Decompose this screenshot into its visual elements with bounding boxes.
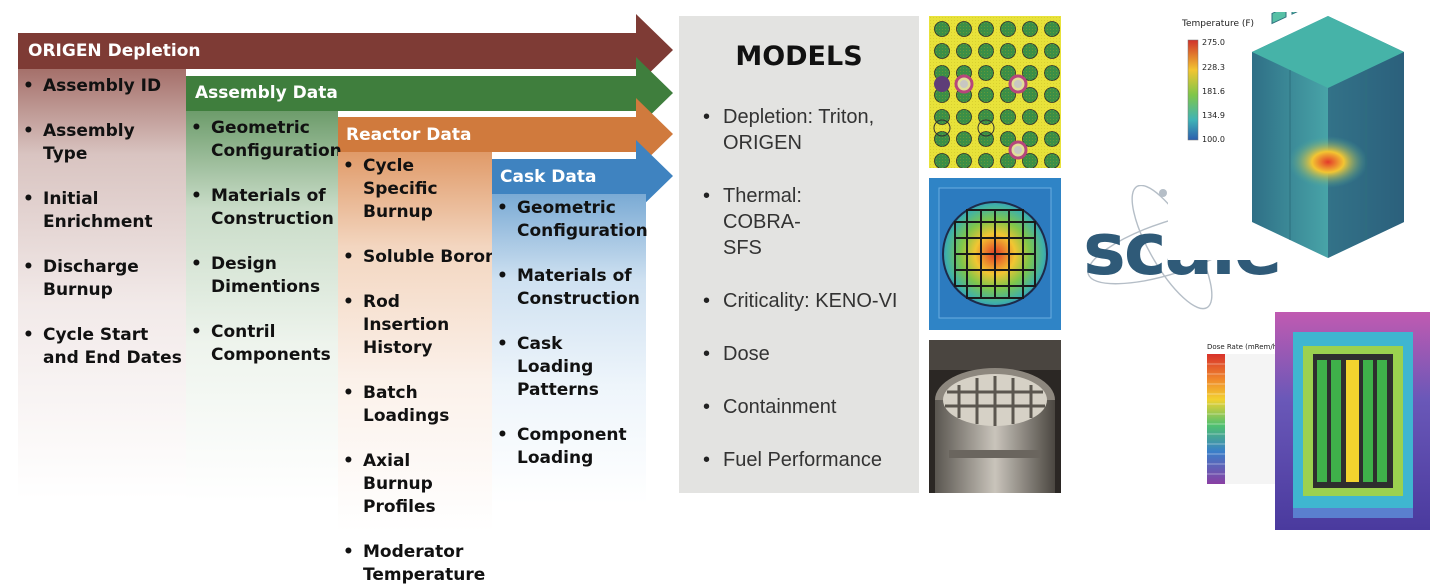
assembly-3d-render: Temperature (F) 275.0 228.3 181.6 134.9 …: [1168, 12, 1430, 260]
models-item-dose: Dose: [703, 341, 913, 367]
models-item-criticality: Criticality: KENO-VI: [703, 288, 913, 314]
cask-photo-svg: [929, 340, 1061, 493]
models-item-fuel-performance: Fuel Performance: [703, 447, 913, 473]
temp-tick-4: 100.0: [1202, 135, 1225, 144]
cask-data-title: Cask Data: [500, 167, 597, 187]
cask-item-component-loading: Component Loading: [492, 424, 641, 470]
models-item-containment: Containment: [703, 394, 913, 420]
dose-rate-render: Dose Rate (mRem/hr): [1205, 312, 1430, 532]
assembly-item-materials: Materials of Construction: [186, 185, 334, 231]
reactor-item-moderator-temp: Moderator Temperature: [338, 541, 485, 587]
temp-tick-3: 134.9: [1202, 111, 1225, 120]
temp-tick-2: 181.6: [1202, 87, 1225, 96]
assembly-item-components: Contril Components: [186, 321, 331, 367]
temperature-legend-title: Temperature (F): [1181, 19, 1254, 29]
assembly-item-dimentions: Design Dimentions: [186, 253, 326, 299]
assembly-item-geometric: Geometric Configuration: [186, 117, 342, 163]
assembly-data-title: Assembly Data: [195, 83, 338, 103]
origen-depletion-title: ORIGEN Depletion: [28, 41, 201, 61]
origen-item-initial-enrichment: Initial Enrichment: [18, 188, 153, 234]
cask-item-loading-patterns: Cask Loading Patterns: [492, 333, 641, 402]
reactor-item-rod-insertion: Rod Insertion History: [338, 291, 483, 360]
models-item-depletion: Depletion: Triton, ORIGEN: [703, 104, 913, 156]
models-list: Depletion: Triton, ORIGEN Thermal: COBRA…: [703, 104, 913, 500]
models-item-thermal: Thermal: COBRA-SFS: [703, 183, 833, 261]
dose-legend-title: Dose Rate (mRem/hr): [1207, 343, 1283, 351]
origen-item-assembly-id: Assembly ID: [18, 75, 178, 98]
cask-item-geometric: Geometric Configuration: [492, 197, 648, 243]
cask-heatmap-svg: [929, 178, 1061, 330]
cask-item-materials: Materials of Construction: [492, 265, 641, 311]
reactor-item-axial-burnup: Axial Burnup Profiles: [338, 450, 483, 519]
reactor-list: Cycle Specific Burnup Soluble Boron Rod …: [338, 152, 497, 587]
reactor-column: Cycle Specific Burnup Soluble Boron Rod …: [338, 152, 497, 585]
origen-list: Assembly ID Assembly Type Initial Enrich…: [18, 69, 186, 370]
origen-item-cycle-dates: Cycle Start and End Dates: [18, 324, 183, 370]
cask-list: Geometric Configuration Materials of Con…: [492, 194, 648, 470]
reactor-item-soluble-boron: Soluble Boron: [338, 246, 498, 269]
assembly-column: Geometric Configuration Materials of Con…: [186, 111, 342, 501]
origen-item-assembly-type: Assembly Type: [18, 120, 183, 166]
cask-column: Geometric Configuration Materials of Con…: [492, 194, 648, 504]
lattice-image: [929, 16, 1061, 168]
temp-tick-0: 275.0: [1202, 38, 1225, 47]
assembly-3d-svg: Temperature (F) 275.0 228.3 181.6 134.9 …: [1181, 12, 1404, 258]
temp-tick-1: 228.3: [1202, 63, 1225, 72]
lattice-svg: [929, 16, 1061, 168]
reactor-item-batch-loadings: Batch Loadings: [338, 382, 463, 428]
reactor-data-title: Reactor Data: [346, 125, 472, 145]
origen-arrow-shape: [18, 14, 673, 86]
cask-heatmap-image: [929, 178, 1061, 330]
models-panel: MODELS Depletion: Triton, ORIGEN Thermal…: [679, 16, 919, 493]
reactor-item-cycle-burnup: Cycle Specific Burnup: [338, 155, 483, 224]
dose-rate-svg: Dose Rate (mRem/hr): [1207, 312, 1430, 530]
models-title: MODELS: [735, 41, 863, 72]
origen-item-discharge-burnup: Discharge Burnup: [18, 256, 147, 302]
assembly-list: Geometric Configuration Materials of Con…: [186, 111, 342, 367]
origen-column: Assembly ID Assembly Type Initial Enrich…: [18, 69, 186, 499]
cask-photo-image: [929, 340, 1061, 493]
